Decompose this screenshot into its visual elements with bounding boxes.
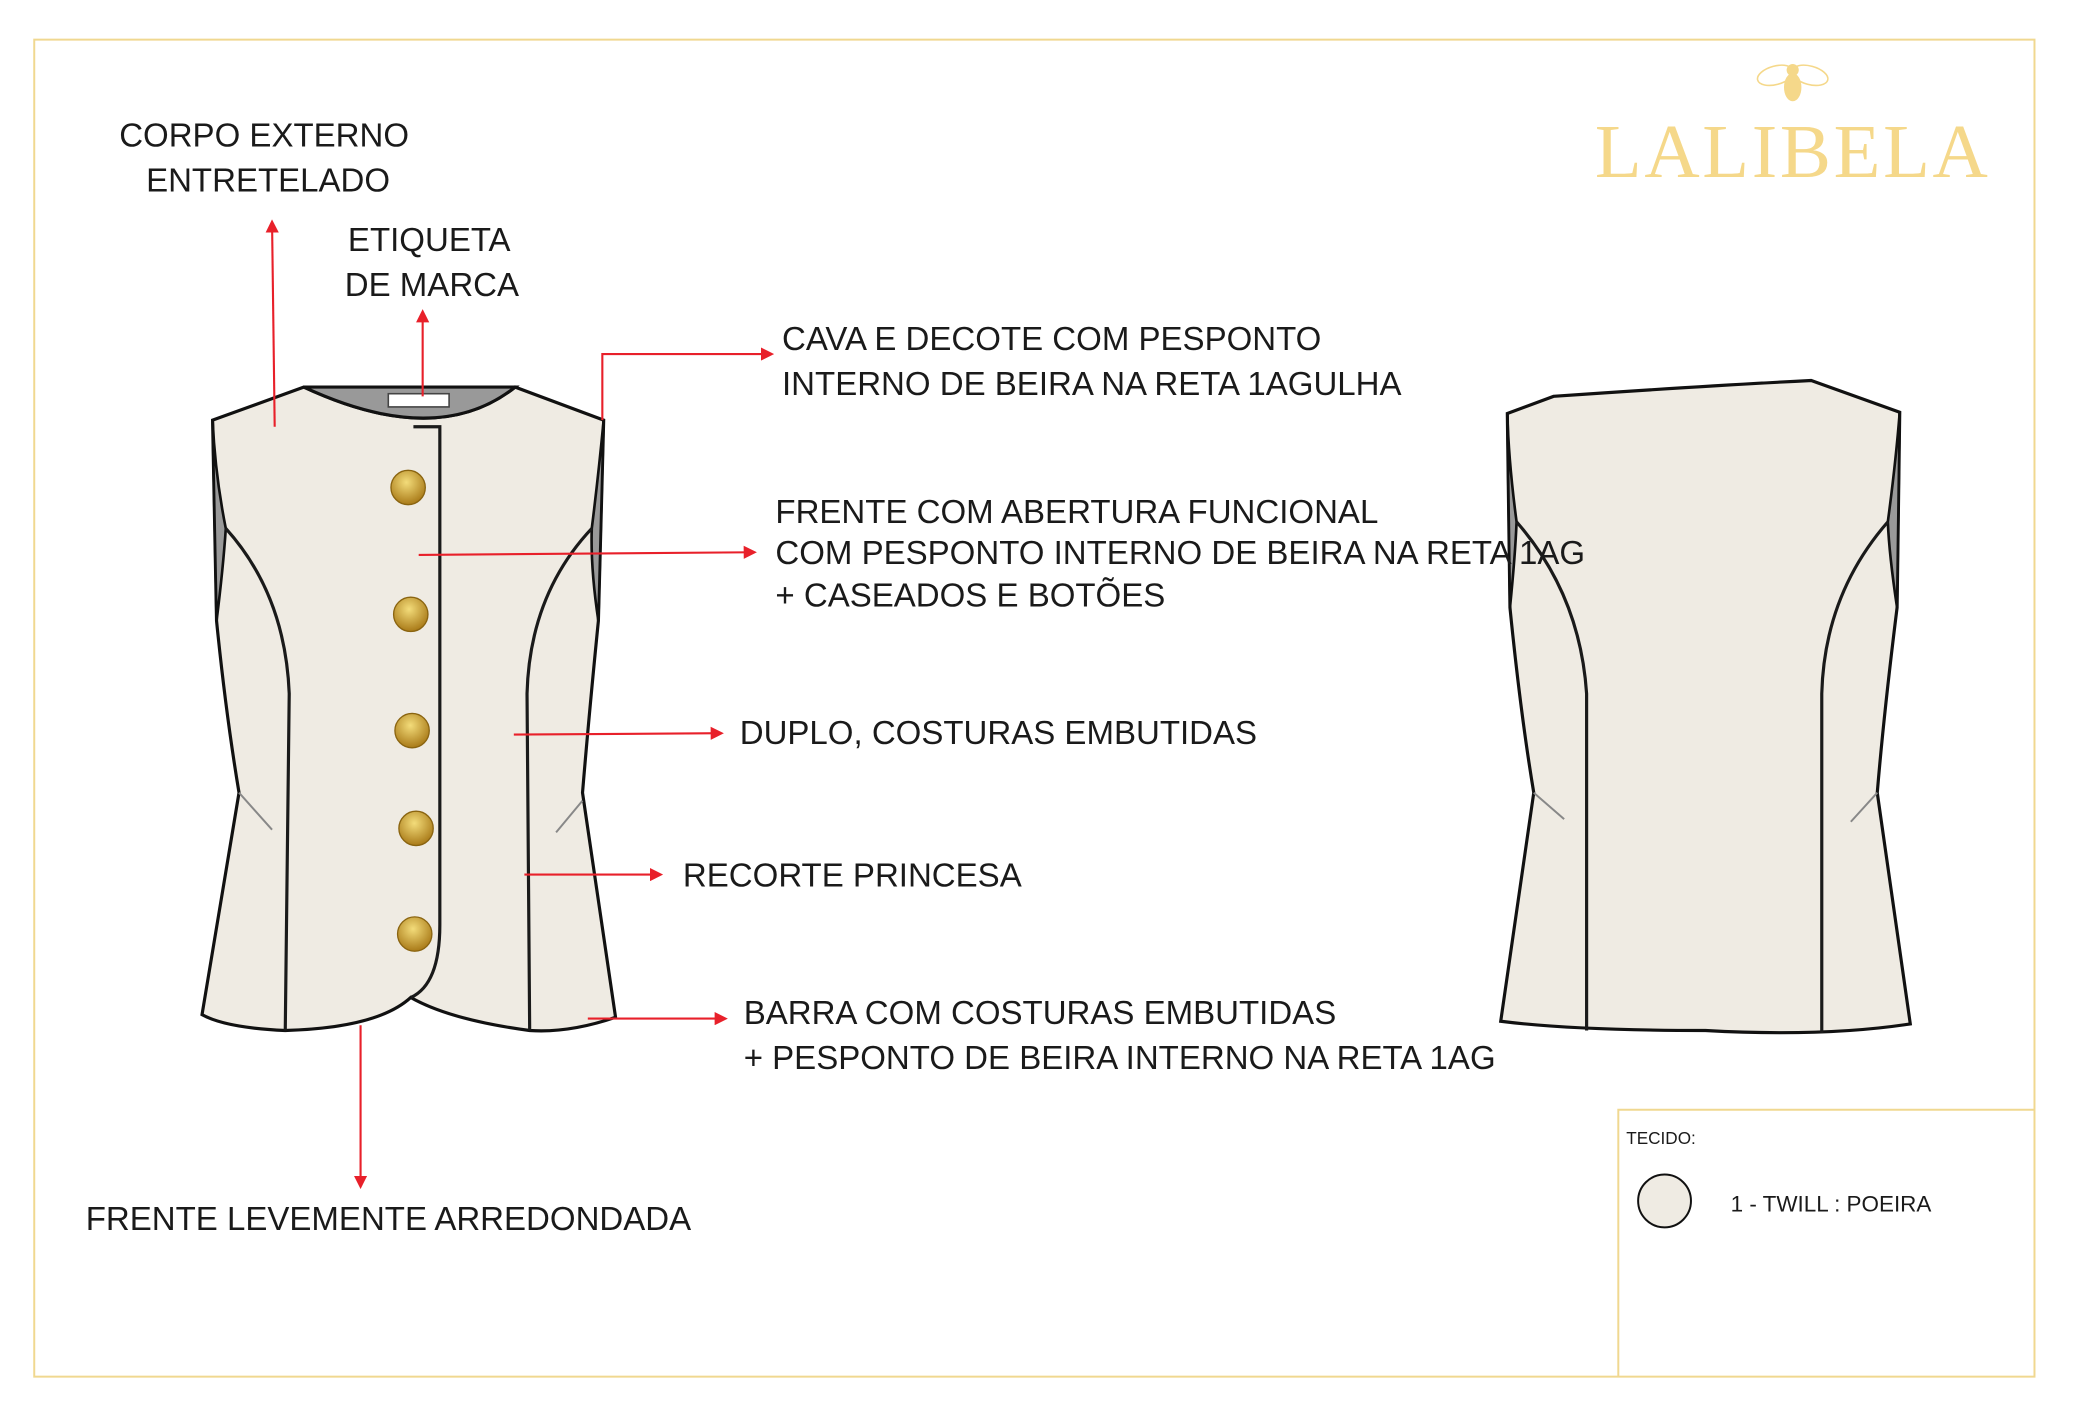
brand-name: LALIBELA <box>1595 109 1991 194</box>
label-corpo-1: CORPO EXTERNO <box>119 117 409 154</box>
fabric-swatch <box>1637 1173 1692 1229</box>
vest-back-drawing <box>1498 378 1913 1035</box>
bee-icon <box>1756 63 1829 102</box>
label-frente-arredondada: FRENTE LEVEMENTE ARREDONDADA <box>86 1200 691 1237</box>
fabric-title: TECIDO: <box>1626 1128 1696 1148</box>
label-etiqueta-2: DE MARCA <box>345 266 519 303</box>
brand-logo: LALIBELA <box>1595 63 1991 194</box>
label-cava-2: INTERNO DE BEIRA NA RETA 1AGULHA <box>782 365 1402 402</box>
button-icon <box>390 469 426 506</box>
label-cava-1: CAVA E DECOTE COM PESPONTO <box>782 320 1321 357</box>
buttons <box>390 469 434 952</box>
button-icon <box>392 596 429 633</box>
label-corpo-2: ENTRETELADO <box>146 162 390 199</box>
label-barra-2: + PESPONTO DE BEIRA INTERNO NA RETA 1AG <box>744 1039 1496 1076</box>
label-frente-1: FRENTE COM ABERTURA FUNCIONAL <box>775 493 1378 530</box>
callout-arrows <box>265 219 775 1190</box>
vest-front-drawing <box>200 385 618 1033</box>
label-recorte: RECORTE PRINCESA <box>683 856 1022 893</box>
label-duplo: DUPLO, COSTURAS EMBUTIDAS <box>740 714 1257 751</box>
fabric-legend: TECIDO: 1 - TWILL : POEIRA <box>1617 1108 2035 1377</box>
button-icon <box>398 810 434 847</box>
label-frente-2: COM PESPONTO INTERNO DE BEIRA NA RETA 1A… <box>775 534 1585 571</box>
label-etiqueta-1: ETIQUETA <box>348 221 511 258</box>
button-icon <box>396 916 433 952</box>
label-barra-1: BARRA COM COSTURAS EMBUTIDAS <box>744 994 1337 1031</box>
label-frente-3: + CASEADOS E BOTÕES <box>775 576 1165 613</box>
brand-label-tag <box>387 392 450 408</box>
page-frame <box>33 38 2036 1378</box>
button-icon <box>394 712 430 749</box>
fabric-item-label: 1 - TWILL : POEIRA <box>1731 1192 1932 1217</box>
